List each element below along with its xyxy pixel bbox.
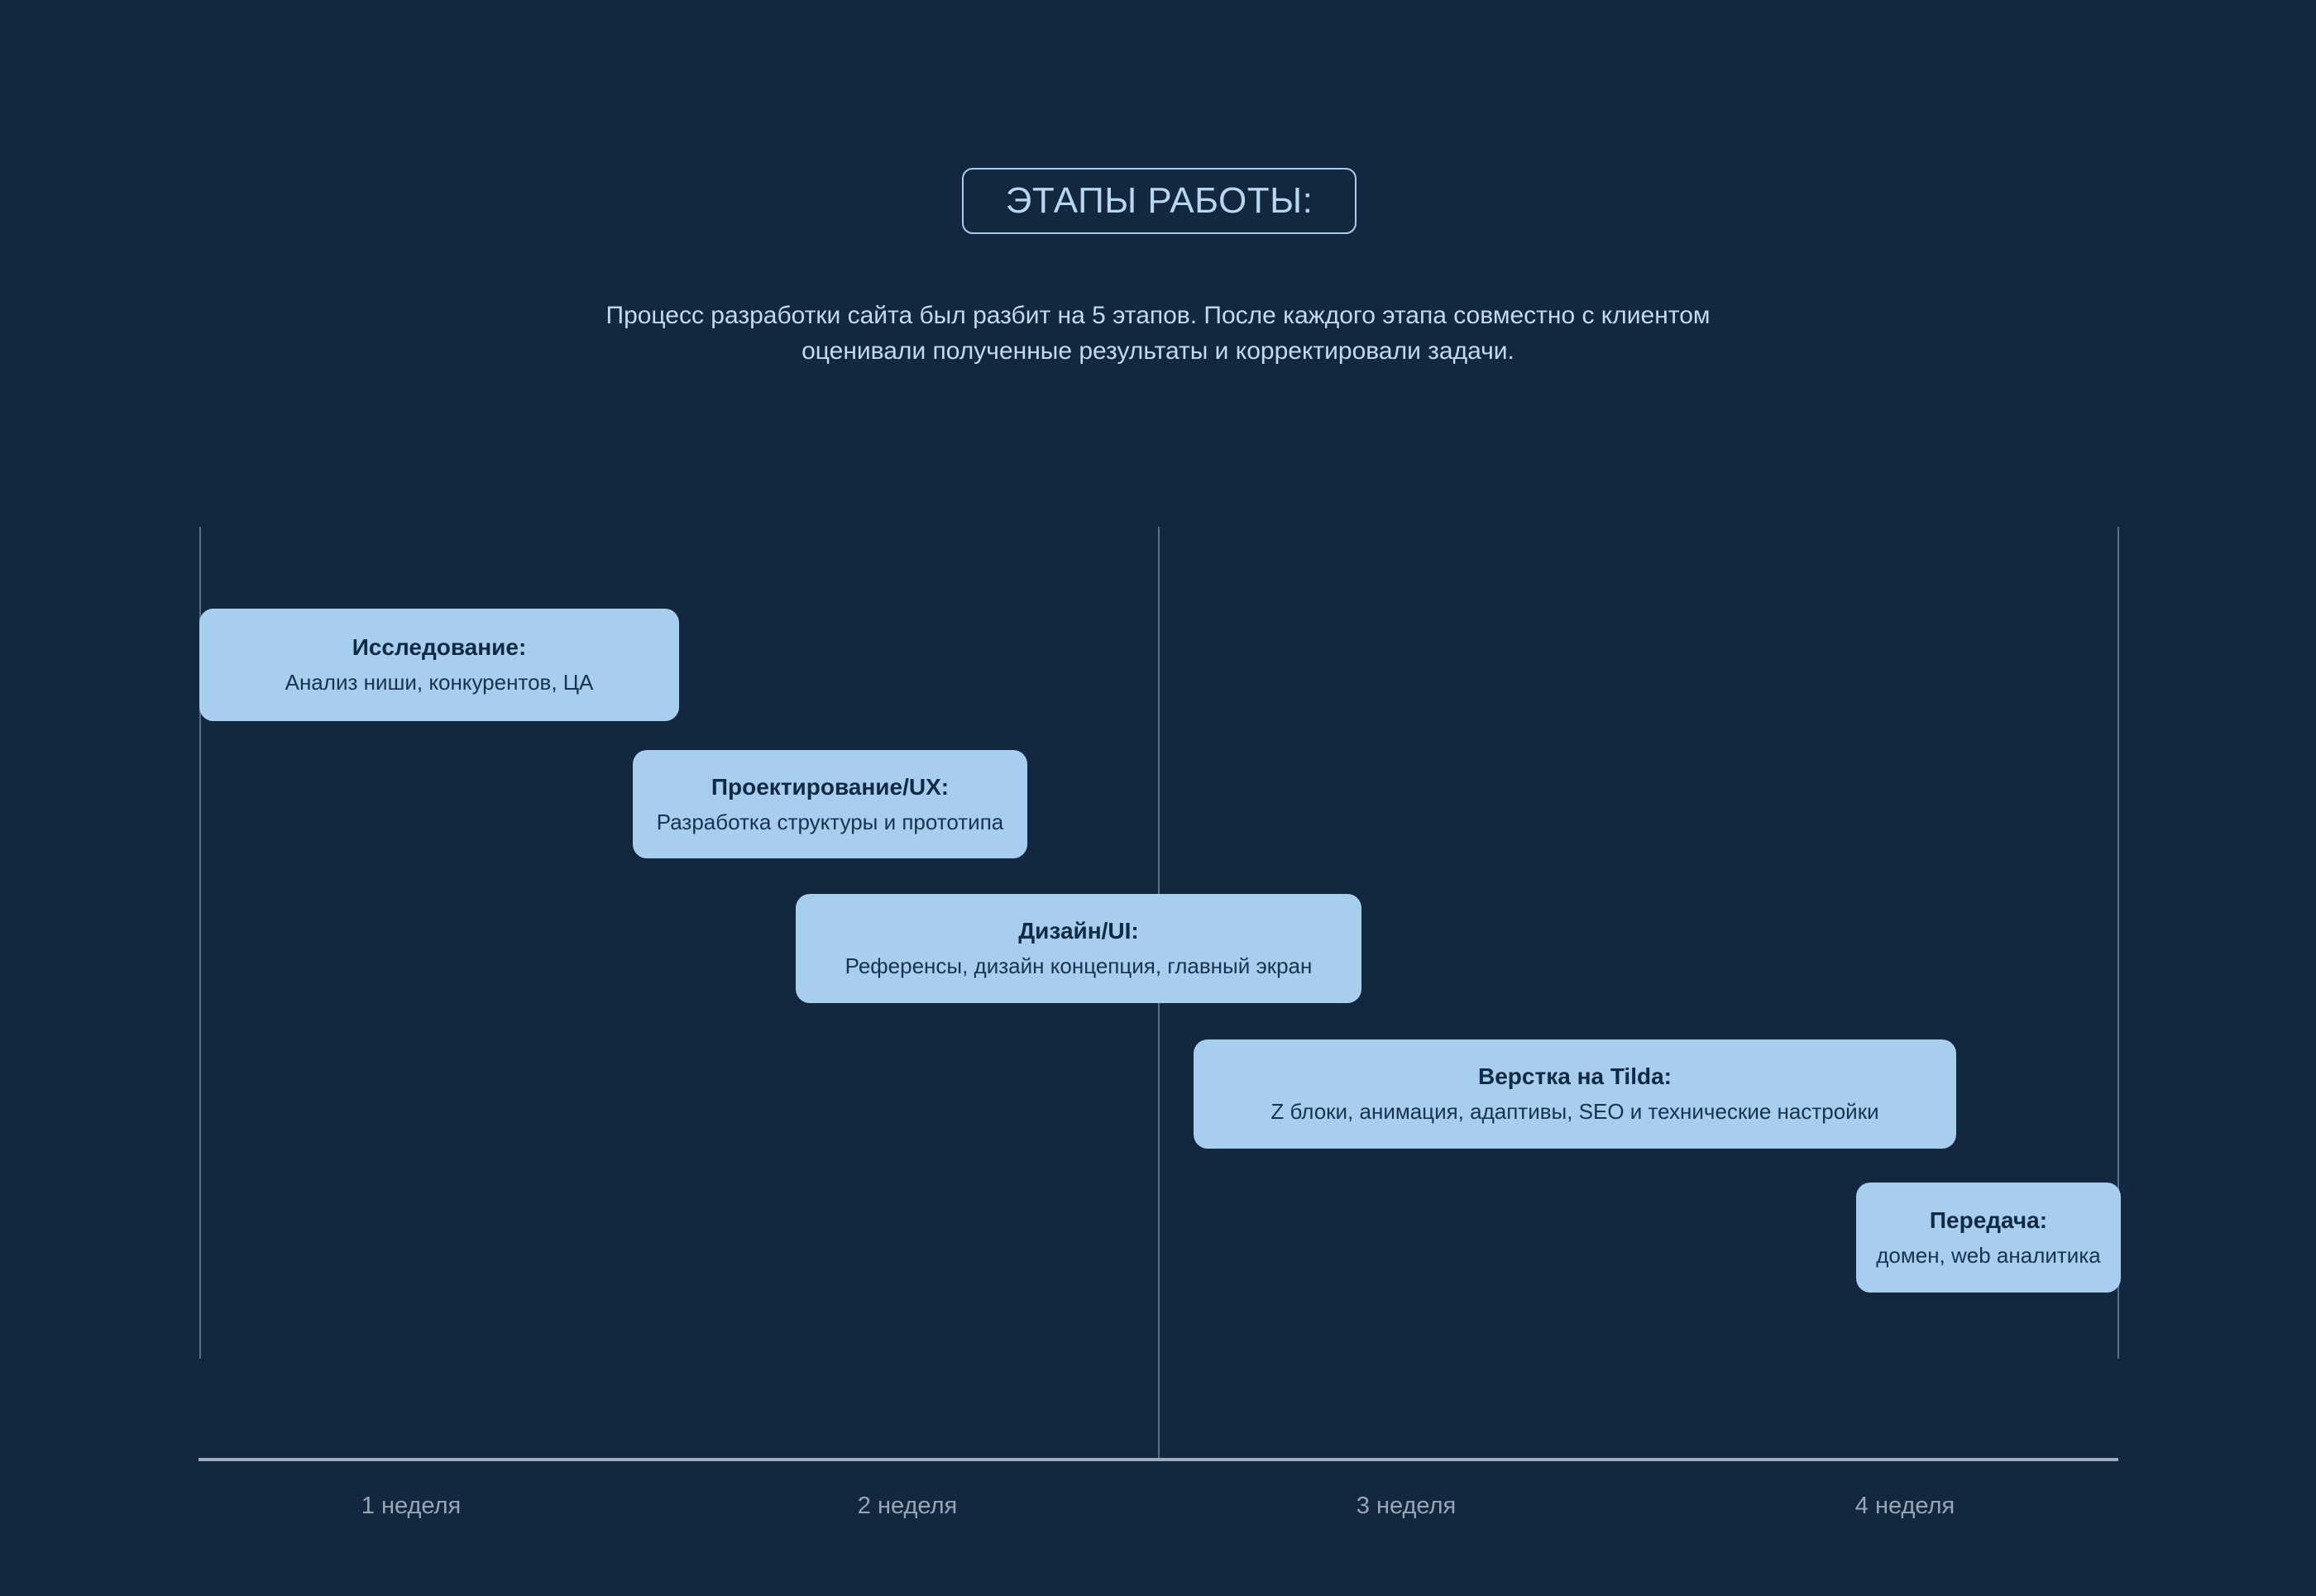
gantt-bar-title: Верстка на Tilda:: [1478, 1063, 1672, 1090]
page-subtitle-line-1: Процесс разработки сайта был разбит на 5…: [605, 302, 1711, 329]
gantt-bar-detail: Z блоки, анимация, адаптивы, SEO и техни…: [1270, 1099, 1879, 1125]
page-title-box: ЭТАПЫ РАБОТЫ:: [962, 168, 1357, 234]
gantt-bar-title: Дизайн/UI:: [1018, 918, 1139, 944]
chart-axis-rule: [199, 1458, 2118, 1461]
page-title: ЭТАПЫ РАБОТЫ:: [1005, 180, 1314, 221]
gantt-bar-detail: домен, web аналитика: [1876, 1242, 2101, 1268]
gantt-bar-title: Передача:: [1929, 1207, 2048, 1233]
gantt-bar-title: Исследование:: [352, 634, 527, 661]
chart-gridline-3: [2117, 527, 2119, 1359]
gantt-bar-detail: Разработка структуры и прототипа: [656, 809, 1004, 834]
week-label-4: 4 неделя: [1854, 1493, 1955, 1519]
gantt-bar-3[interactable]: Дизайн/UI: Референсы, дизайн концепция, г…: [796, 894, 1361, 1003]
gantt-bar-1[interactable]: Исследование: Анализ ниши, конкурентов, Ц…: [199, 609, 679, 721]
chart-gridline-1: [199, 527, 201, 1359]
page-subtitle-line-2: оценивали полученные результаты и коррек…: [802, 337, 1514, 365]
week-label-3: 3 неделя: [1356, 1493, 1457, 1519]
page-subtitle: Процесс разработки сайта был разбит на 5…: [0, 299, 2316, 369]
gantt-bar-5[interactable]: Передача: домен, web аналитика: [1856, 1183, 2121, 1293]
gantt-bar-title: Проектирование/UX:: [711, 773, 950, 800]
week-label-1: 1 неделя: [361, 1493, 462, 1519]
week-label-2: 2 неделя: [857, 1493, 958, 1519]
gantt-bar-detail: Анализ ниши, конкурентов, ЦА: [285, 670, 594, 695]
gantt-bar-4[interactable]: Верстка на Tilda: Z блоки, анимация, адап…: [1194, 1039, 1956, 1149]
gantt-bar-detail: Референсы, дизайн концепция, главный экр…: [845, 953, 1313, 979]
gantt-bar-2[interactable]: Проектирование/UX: Разработка структуры и…: [633, 750, 1027, 858]
